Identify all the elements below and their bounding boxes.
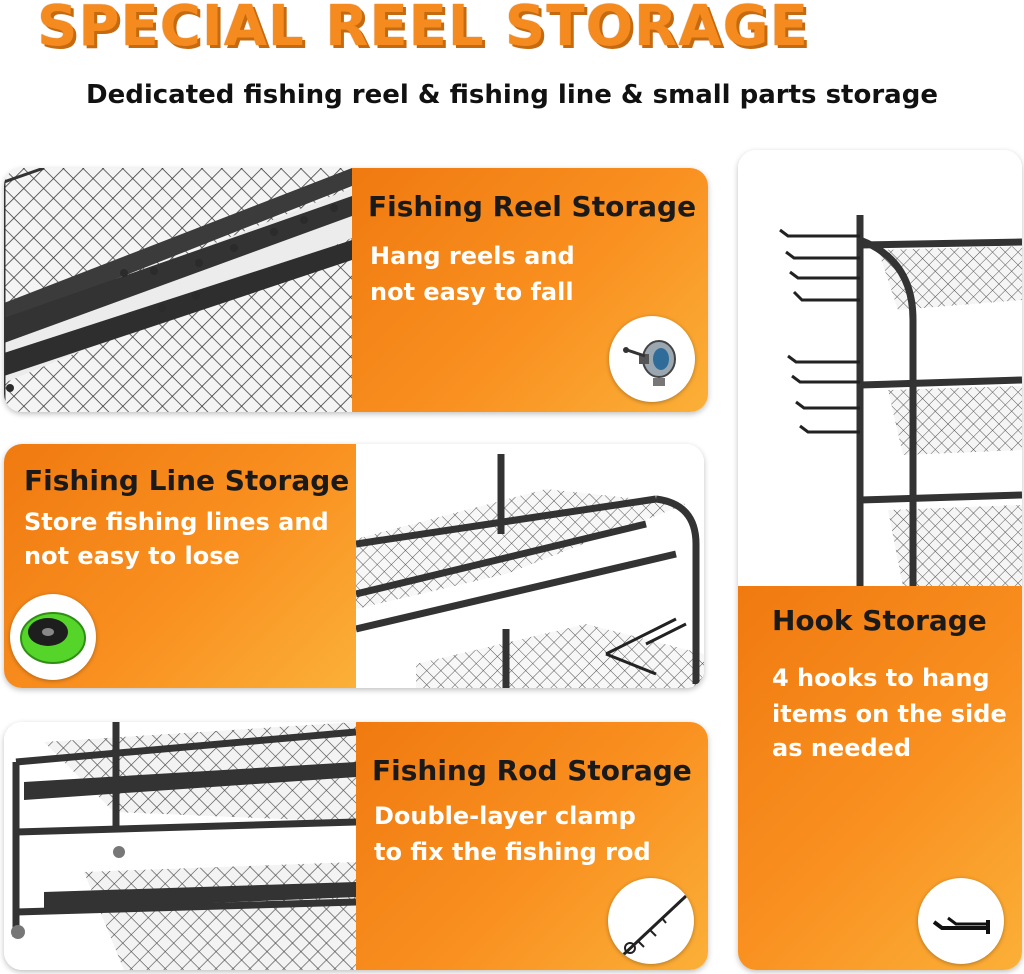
feature-desc-line1: 4 hooks to hang [772,664,990,692]
feature-desc-line1: Hang reels and [370,242,575,270]
feature-desc-line2: not easy to lose [24,542,240,570]
hook-info-panel: Hook Storage 4 hooks to hang items on th… [738,586,1022,970]
hook-icon [918,878,1004,964]
feature-desc-line2: not easy to fall [370,278,574,306]
feature-card-rod: Fishing Rod Storage Double-layer clamp t… [4,722,708,970]
line-info-panel: Fishing Line Storage Store fishing lines… [4,444,356,688]
feature-card-hook: Hook Storage 4 hooks to hang items on th… [738,150,1022,970]
page-title: SPECIAL REEL STORAGE [37,0,809,59]
feature-desc-line2: items on the side [772,700,1007,728]
feature-desc-line3: as needed [772,734,912,762]
reel-info-panel: Fishing Reel Storage Hang reels and not … [352,168,708,412]
rod-rack-photo [4,722,356,970]
hook-rack-photo [738,150,1022,586]
reel-rack-photo [4,168,352,412]
feature-title: Fishing Reel Storage [368,190,697,223]
rod-info-panel: Fishing Rod Storage Double-layer clamp t… [356,722,708,970]
feature-card-reel: Fishing Reel Storage Hang reels and not … [4,168,708,412]
feature-title: Fishing Line Storage [24,464,350,497]
line-rack-photo [356,444,704,688]
feature-card-line: Fishing Line Storage Store fishing lines… [4,444,704,688]
fishing-rod-icon [608,878,694,964]
fishing-reel-icon [609,316,695,402]
feature-desc-line1: Double-layer clamp [374,802,636,830]
page-subtitle: Dedicated fishing reel & fishing line & … [86,80,938,110]
feature-desc-line2: to fix the fishing rod [374,838,651,866]
fishing-line-spool-icon [10,594,96,680]
feature-title: Hook Storage [772,604,987,637]
feature-desc-line1: Store fishing lines and [24,508,329,536]
feature-title: Fishing Rod Storage [372,754,692,787]
